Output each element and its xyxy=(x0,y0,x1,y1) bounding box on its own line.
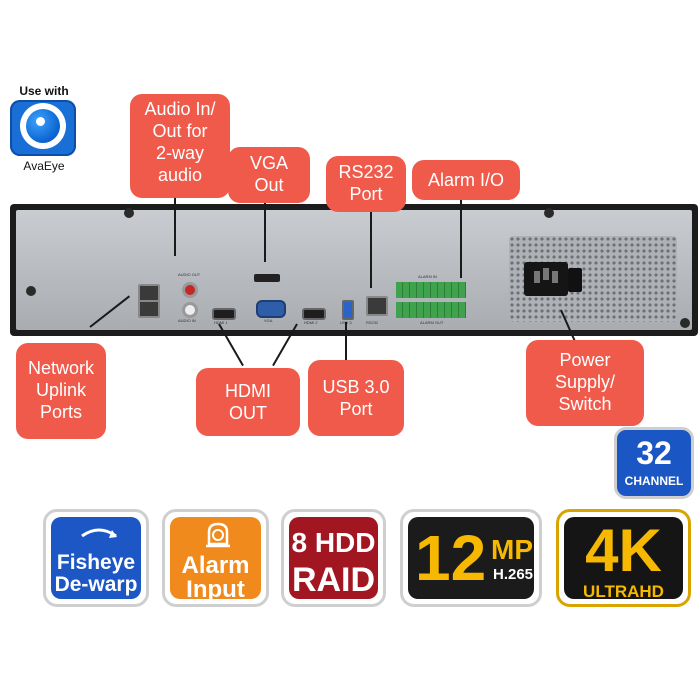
nvr-rear-panel: AUDIO OUT AUDIO IN HDMI 1 VGA HDMI 2 USB… xyxy=(10,204,698,336)
4k-label: 4K xyxy=(585,517,662,584)
hdmi2-label: HDMI 2 xyxy=(304,320,318,325)
alarm-out-label: ALARM OUT xyxy=(420,320,444,325)
nvr-panel-face: AUDIO OUT AUDIO IN HDMI 1 VGA HDMI 2 USB… xyxy=(16,208,692,330)
rs232-leader xyxy=(370,212,372,288)
avaeye-badge: Use with AvaEye xyxy=(8,84,80,176)
vga-leader xyxy=(264,200,266,262)
channel-count-badge: 32 CHANNEL xyxy=(614,427,694,499)
alarm-in-label: ALARM IN xyxy=(418,274,437,279)
channel-number: 32 xyxy=(636,435,672,471)
power-inlet xyxy=(524,262,568,296)
alarm-io-callout: Alarm I/O xyxy=(412,160,520,200)
ultra-label: ULTRA xyxy=(583,582,640,601)
hdd-raid-feature: 8 HDD RAID xyxy=(281,509,386,607)
audio-leader xyxy=(174,196,176,256)
12mp-feature: 12 MP H.265 xyxy=(400,509,542,607)
vga-bracket xyxy=(254,274,280,282)
fisheye-label: Fisheye xyxy=(56,551,136,574)
avaeye-label: AvaEye xyxy=(23,159,65,173)
rs232-port xyxy=(366,296,388,316)
alarm-leader xyxy=(460,194,462,278)
raid-label: RAID xyxy=(291,561,376,599)
rs232-label: RS232 xyxy=(366,320,379,325)
alarm-bell-icon xyxy=(206,522,230,548)
megapixel-value: 12 xyxy=(415,522,487,594)
alarm-input-feature: Alarm Input xyxy=(162,509,269,607)
avaeye-app-icon xyxy=(10,100,76,156)
audio-out-label: AUDIO OUT xyxy=(178,272,201,277)
hdd-count-label: 8 HDD xyxy=(291,527,376,558)
alarm-in-terminal xyxy=(396,282,466,298)
dewarp-label: De-warp xyxy=(54,573,138,596)
screw-icon xyxy=(124,208,134,218)
screw-icon xyxy=(26,286,36,296)
codec-label: H.265 xyxy=(493,566,534,583)
audio-in-jack xyxy=(182,302,198,318)
4k-uhd-feature: 4K ULTRAHD xyxy=(556,509,691,607)
ethernet-port-2 xyxy=(138,300,160,318)
fisheye-dewarp-feature: Fisheye De-warp xyxy=(43,509,149,607)
input-label: Input xyxy=(186,576,245,603)
megapixel-unit: MP xyxy=(491,534,533,565)
screw-icon xyxy=(544,208,554,218)
power-switch xyxy=(568,268,582,292)
use-with-label: Use with xyxy=(19,84,69,98)
dewarp-arrow-icon xyxy=(81,528,117,538)
hdmi-port-2 xyxy=(302,308,326,320)
audio-in-label: AUDIO IN xyxy=(178,318,196,323)
screw-icon xyxy=(680,318,690,328)
vga-label: VGA xyxy=(264,318,273,323)
vga-port xyxy=(256,300,286,318)
hd-label: HD xyxy=(639,582,664,601)
channel-label: CHANNEL xyxy=(624,474,684,488)
hdmi1-label: HDMI 1 xyxy=(214,320,228,325)
hdmi-port-1 xyxy=(212,308,236,320)
usb-port xyxy=(342,300,354,320)
audio-out-jack xyxy=(182,282,198,298)
alarm-out-terminal xyxy=(396,302,466,318)
usb-leader xyxy=(345,322,347,362)
alarm-label: Alarm xyxy=(181,552,250,579)
